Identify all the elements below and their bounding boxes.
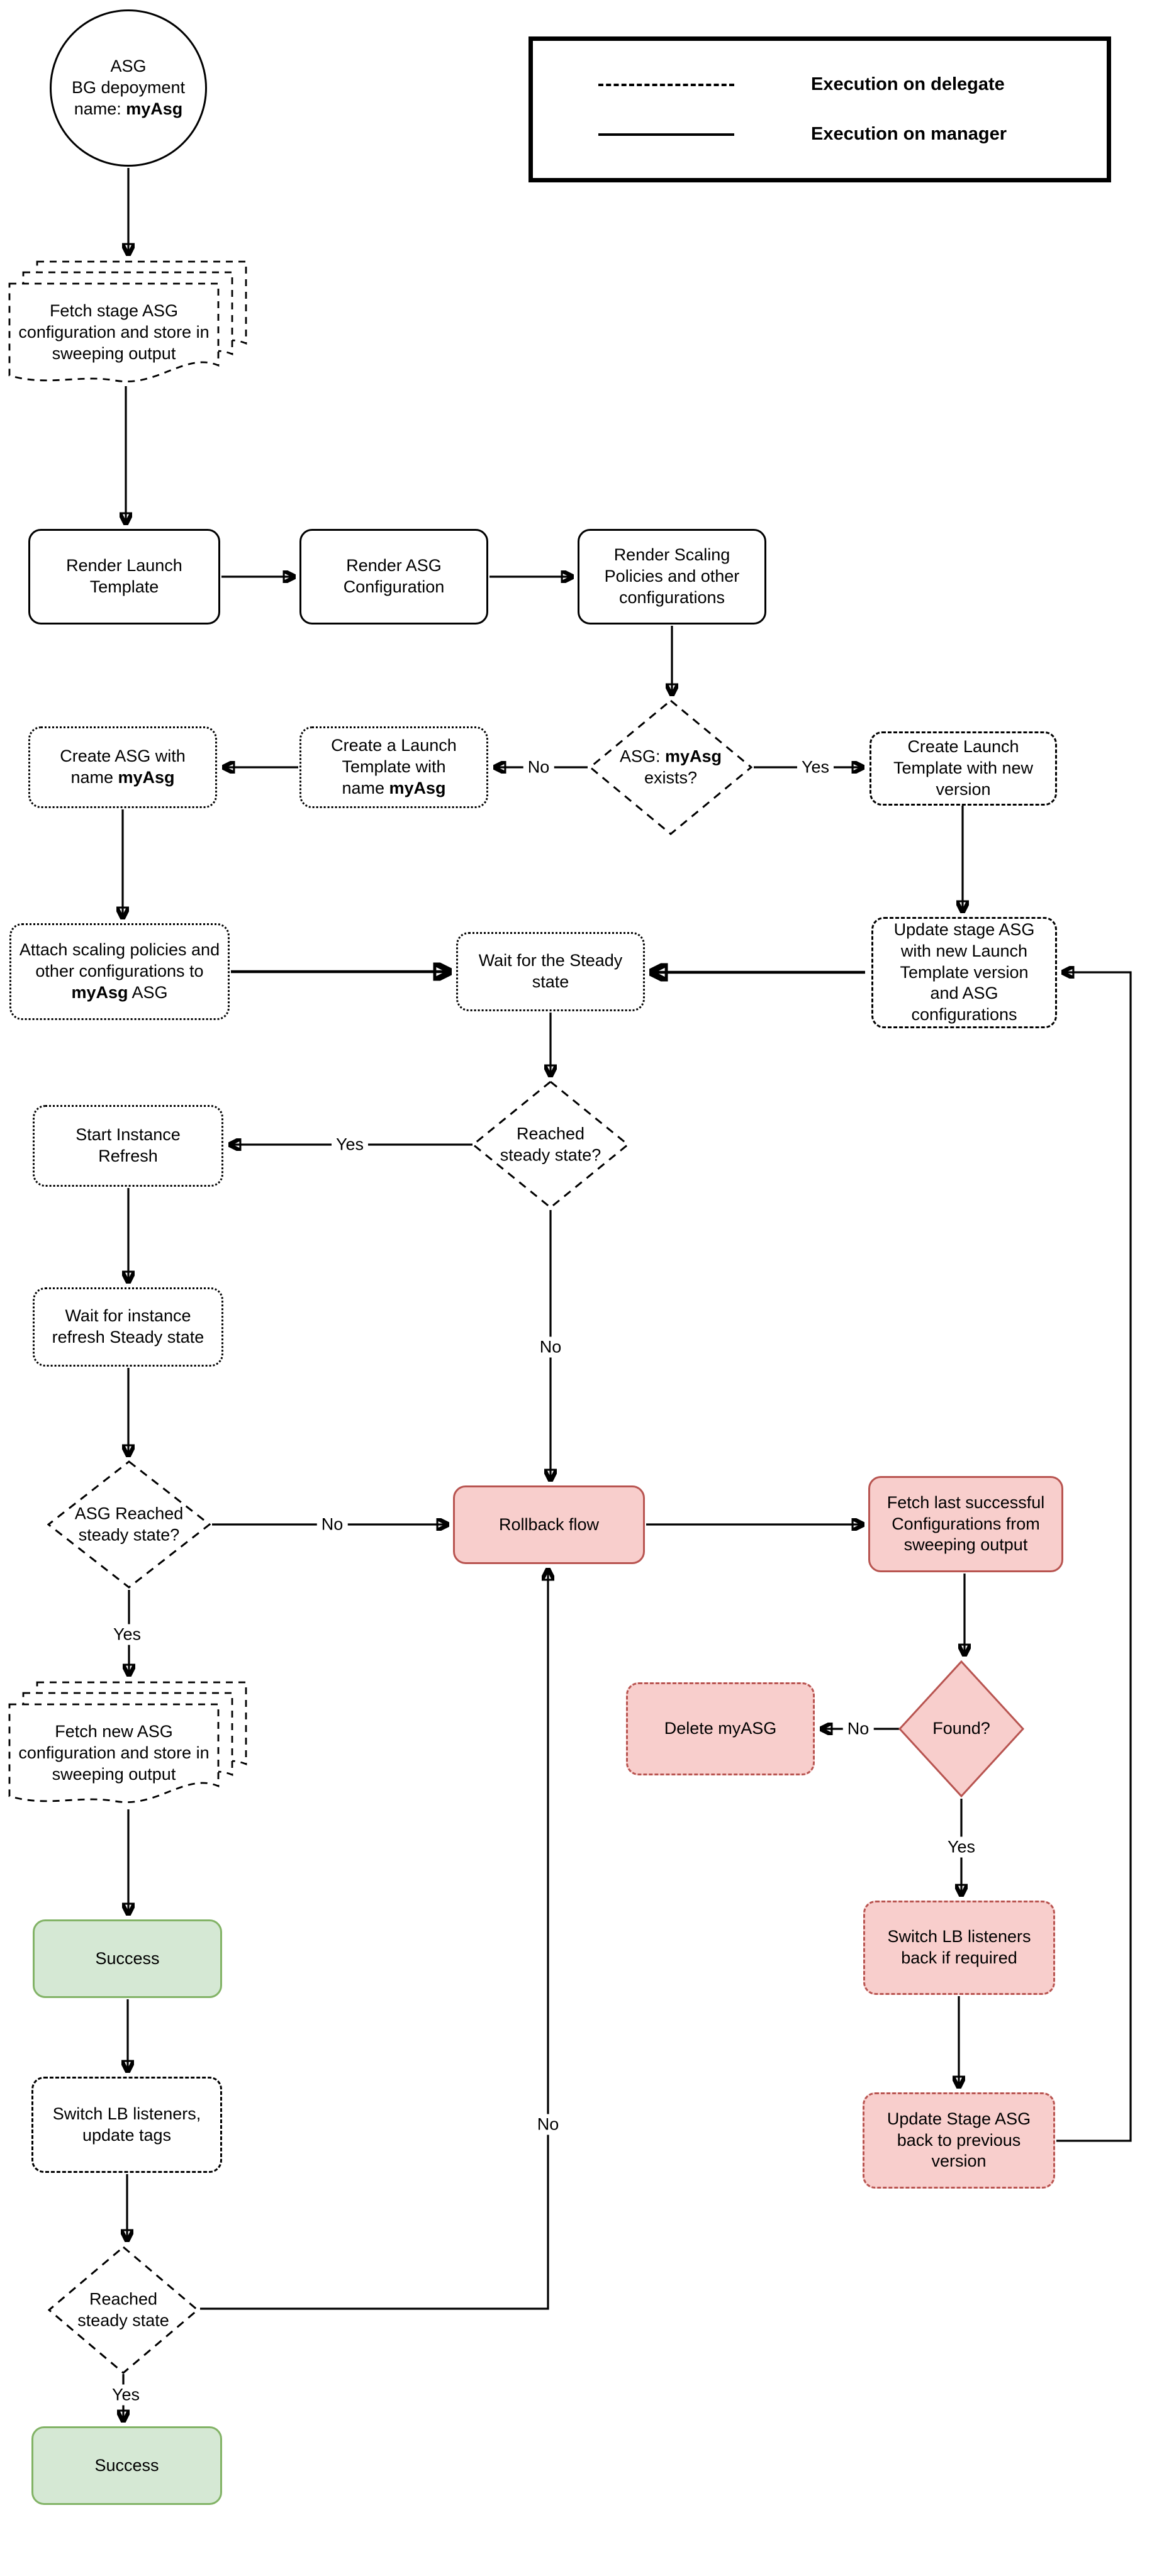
edge-label-no-reached: No (535, 1336, 566, 1358)
edge-label-yes-asgexists: Yes (797, 757, 834, 778)
edge-label-no-asgreached: No (316, 1514, 348, 1535)
node-wait-steady-state: Wait for the Steady state (456, 932, 645, 1011)
node-asg-exists-decision: ASG: myAsg exists? (589, 699, 752, 835)
node-start-instance-refresh: Start Instance Refresh (33, 1105, 223, 1187)
node-create-launch-template-new: Create Launch Template with new version (870, 731, 1057, 806)
node-rollback-flow: Rollback flow (453, 1485, 645, 1564)
legend-manager-label: Execution on manager (811, 124, 1007, 144)
node-switch-lb-update-tags: Switch LB listeners, update tags (31, 2077, 222, 2173)
node-found-decision: Found? (898, 1660, 1024, 1797)
fetch-new-config-label: Fetch new ASG configuration and store in… (18, 1722, 210, 1784)
multi-document-shape (8, 1681, 247, 1803)
edge-label-yes-reached: Yes (331, 1134, 369, 1155)
edge-label-yes-final: Yes (107, 2384, 145, 2406)
start-line2: BG depoyment (71, 78, 186, 97)
node-asg-reached-decision: ASG Reached steady state? (47, 1460, 211, 1589)
node-fetch-new-config: Fetch new ASG configuration and store in… (8, 1680, 247, 1808)
legend-row-manager: Execution on manager (598, 124, 1107, 145)
node-fetch-last-successful: Fetch last successful Configurations fro… (868, 1476, 1063, 1572)
node-delete-myasg: Delete myASG (626, 1682, 815, 1775)
node-update-stage-back: Update Stage ASG back to previous versio… (863, 2092, 1055, 2189)
multi-document-shape (8, 260, 247, 382)
node-wait-instance-refresh: Wait for instance refresh Steady state (33, 1287, 223, 1367)
node-success-final: Success (31, 2426, 222, 2505)
node-create-asg: Create ASG with name myAsg (28, 726, 217, 808)
reached-steady-final-label: Reached steady state (77, 2289, 169, 2329)
legend-row-delegate: Execution on delegate (598, 74, 1107, 95)
found-label: Found? (932, 1719, 990, 1738)
start-line1: ASG (110, 57, 147, 76)
node-fetch-stage-config: Fetch stage ASG configuration and store … (8, 260, 247, 387)
node-render-launch-template: Render Launch Template (28, 529, 220, 625)
node-start-circle: ASG BG depoyment name: myAsg (50, 9, 207, 167)
solid-line-sample (598, 133, 734, 136)
node-update-stage-asg: Update stage ASG with new Launch Templat… (871, 917, 1057, 1028)
edge-label-no-final-loop: No (532, 2114, 564, 2135)
edge-label-yes-found: Yes (942, 1836, 980, 1858)
node-attach-scaling-policies: Attach scaling policies and other config… (9, 923, 230, 1020)
asg-exists-label: ASG: myAsg exists? (619, 747, 722, 787)
node-render-asg-configuration: Render ASG Configuration (299, 529, 488, 625)
node-render-scaling-policies: Render Scaling Policies and other config… (578, 529, 766, 625)
node-reached-steady-final-decision: Reached steady state (48, 2246, 199, 2374)
edge-label-yes-asgreached: Yes (108, 1624, 146, 1645)
edge-reachedfinal-no-loop (200, 1570, 548, 2310)
node-switch-lb-back: Switch LB listeners back if required (863, 1901, 1055, 1995)
node-create-launch-template-named: Create a Launch Template with name myAsg (299, 726, 488, 808)
node-success-mid: Success (33, 1919, 222, 1998)
edge-updateback-feedback (1056, 972, 1132, 2142)
dashed-line-sample (598, 83, 734, 86)
reached-steady-label: Reached steady state? (500, 1124, 601, 1164)
fetch-stage-config-label: Fetch stage ASG configuration and store … (18, 301, 210, 363)
edge-label-no-found: No (842, 1718, 874, 1740)
start-line3: name: myAsg (74, 99, 183, 118)
legend-delegate-label: Execution on delegate (811, 74, 1005, 94)
node-reached-steady-decision: Reached steady state? (472, 1080, 629, 1209)
edge-label-no-asgexists: No (523, 757, 554, 778)
legend: Execution on delegate Execution on manag… (528, 36, 1111, 182)
asg-reached-label: ASG Reached steady state? (74, 1504, 184, 1544)
